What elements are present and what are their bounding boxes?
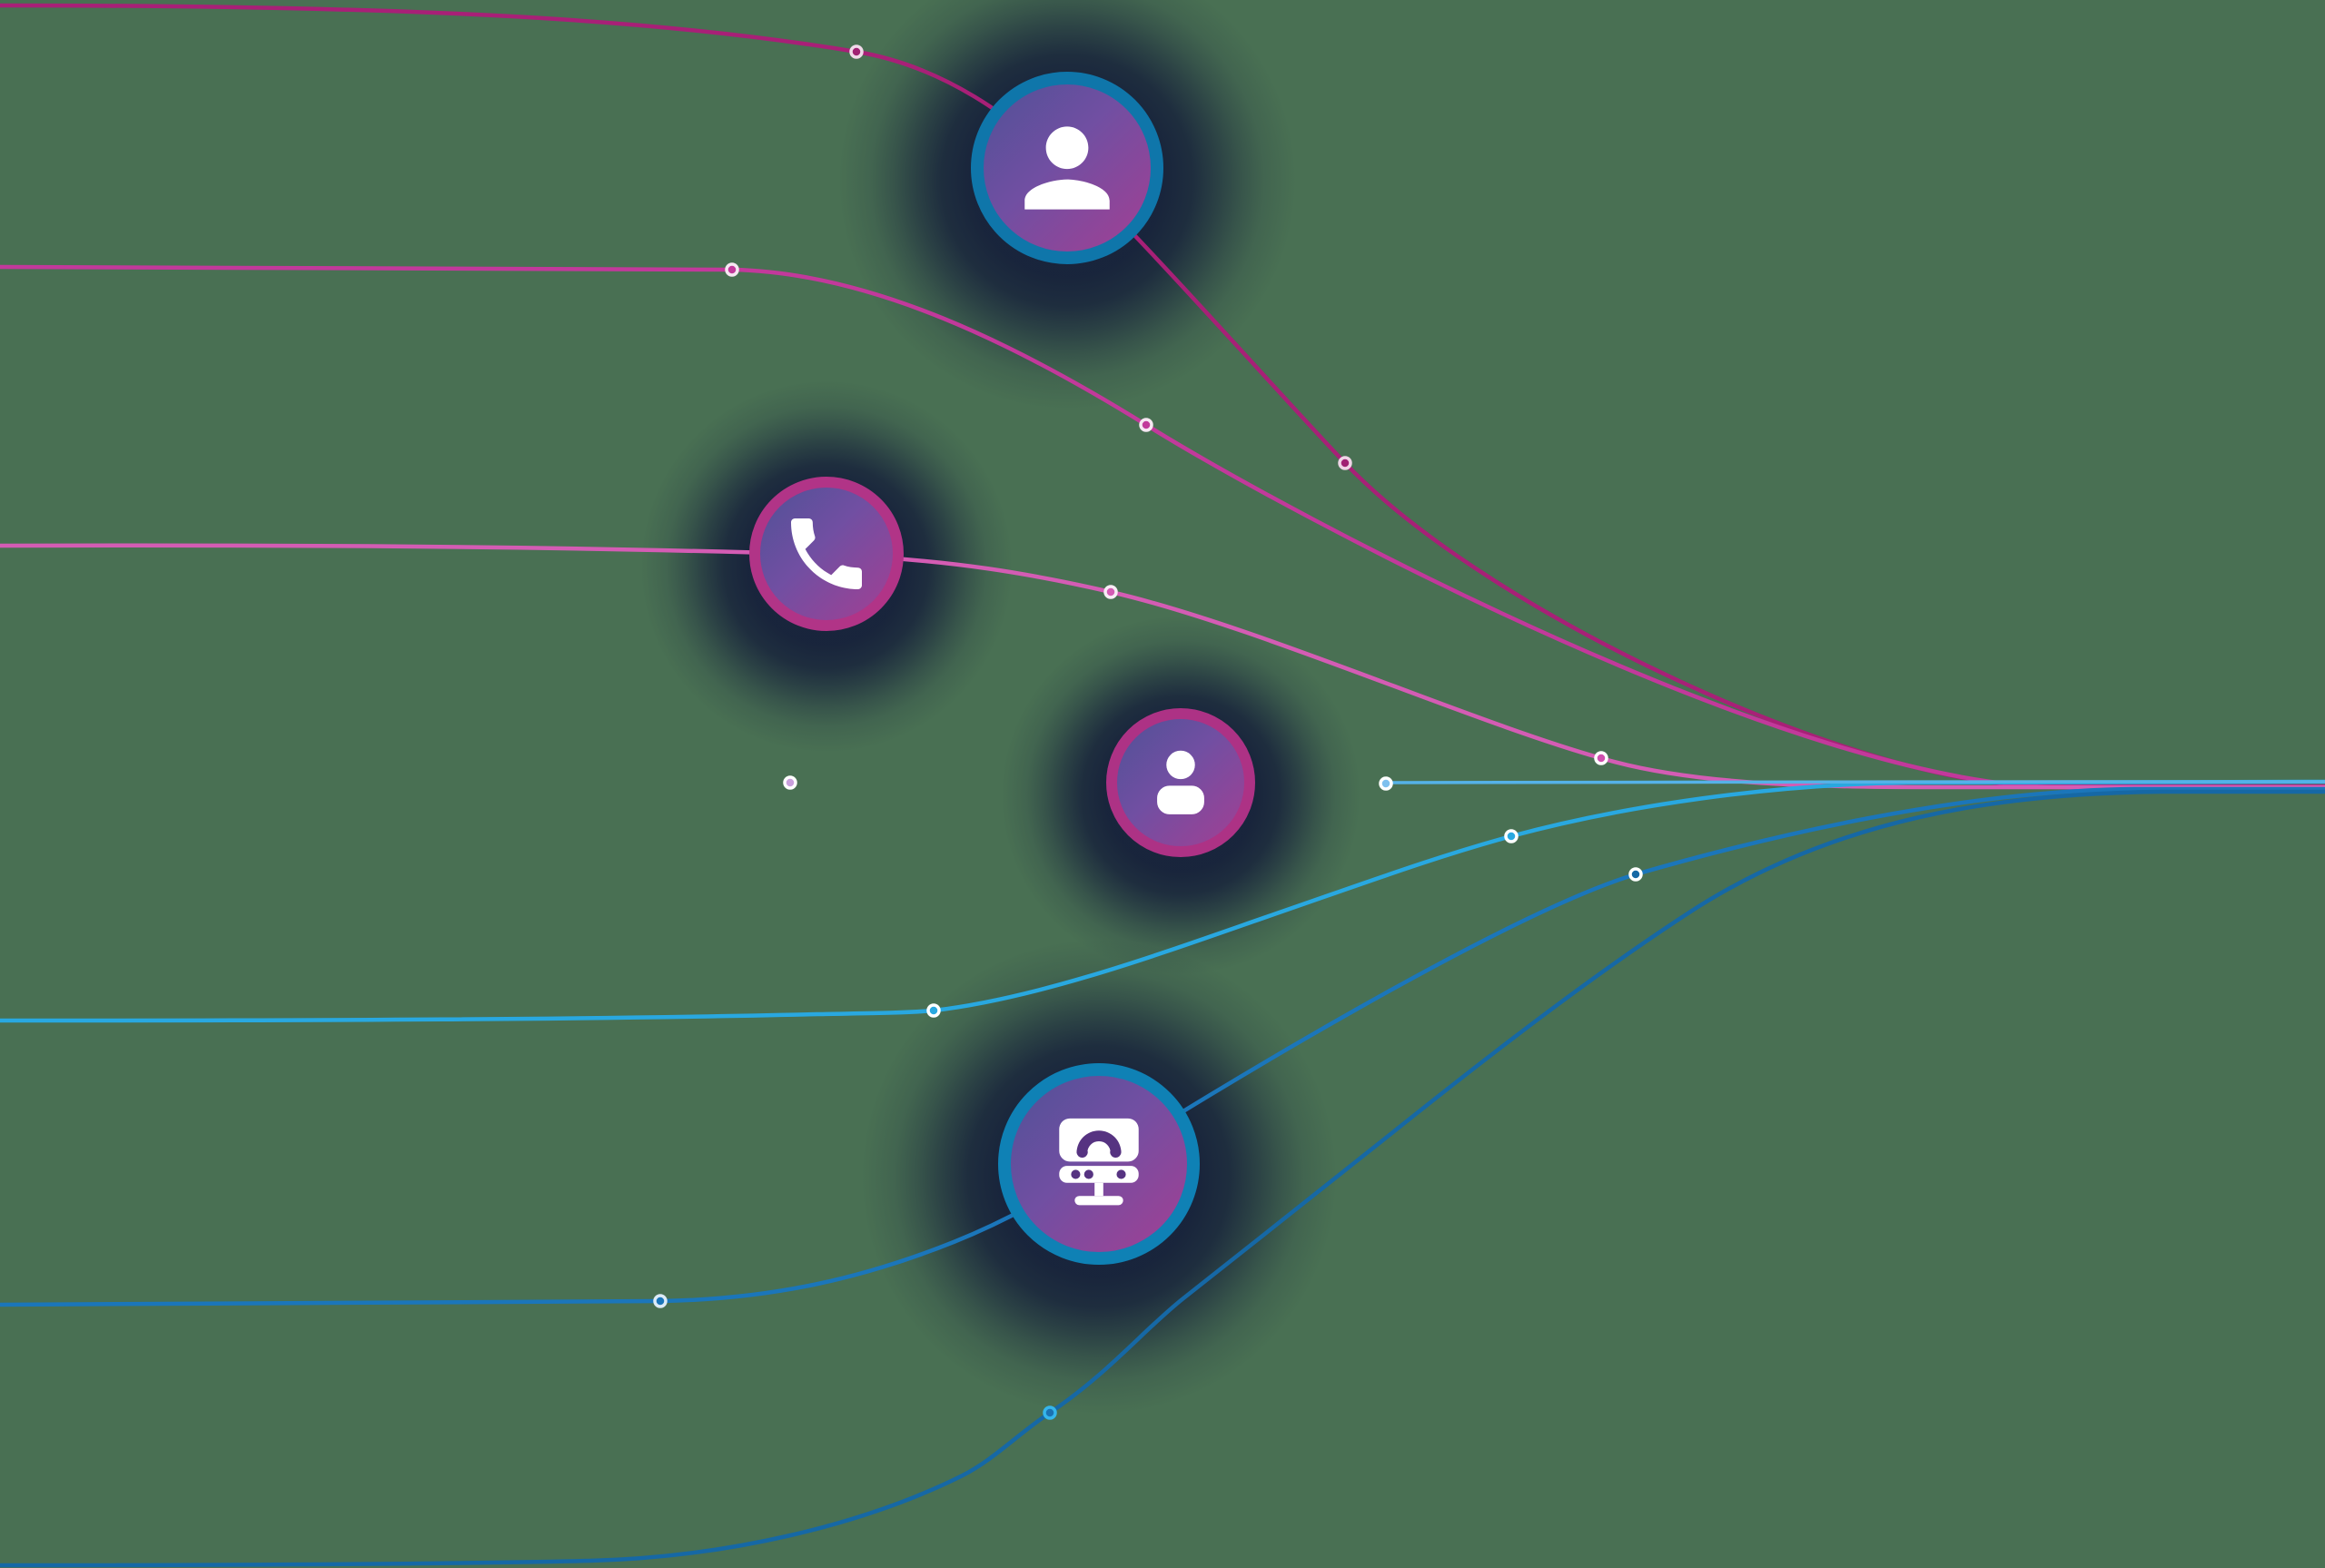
node-phone-call-circle [749,477,904,631]
dot-magenta-2nd-2 [1139,418,1153,432]
dot-blue-6th-1 [653,1294,668,1308]
node-user-top [971,72,1163,264]
line-lightblue-overlay [1384,780,2325,784]
node-user-middle-circle [1106,708,1255,857]
dot-magenta-2nd-1 [725,262,739,277]
dot-magenta-top-1 [849,44,864,59]
node-voip-phone [998,1063,1200,1265]
dot-cyan-2 [1504,829,1519,843]
line-cyan-fifth [0,779,2325,1023]
line-magenta-second [0,264,2325,790]
dot-blue-6th-2 [1628,867,1643,882]
node-phone-call [749,477,904,631]
dots-layer [653,44,1643,1420]
node-voip-phone-circle [998,1063,1200,1265]
nodes-layer [749,72,1255,1265]
dot-pink-3rd-2 [1594,751,1608,765]
dot-center-powder [1379,776,1393,791]
dot-darkblue-bottom [1043,1405,1057,1420]
dot-center-lilac [783,775,797,790]
node-user-middle [1106,708,1255,857]
line-pink-third [0,543,2325,790]
dot-cyan-1 [926,1003,941,1018]
dot-magenta-top-2 [1338,456,1352,470]
line-darkblue-bottom [0,789,2325,1568]
dot-pink-3rd-1 [1103,585,1118,599]
